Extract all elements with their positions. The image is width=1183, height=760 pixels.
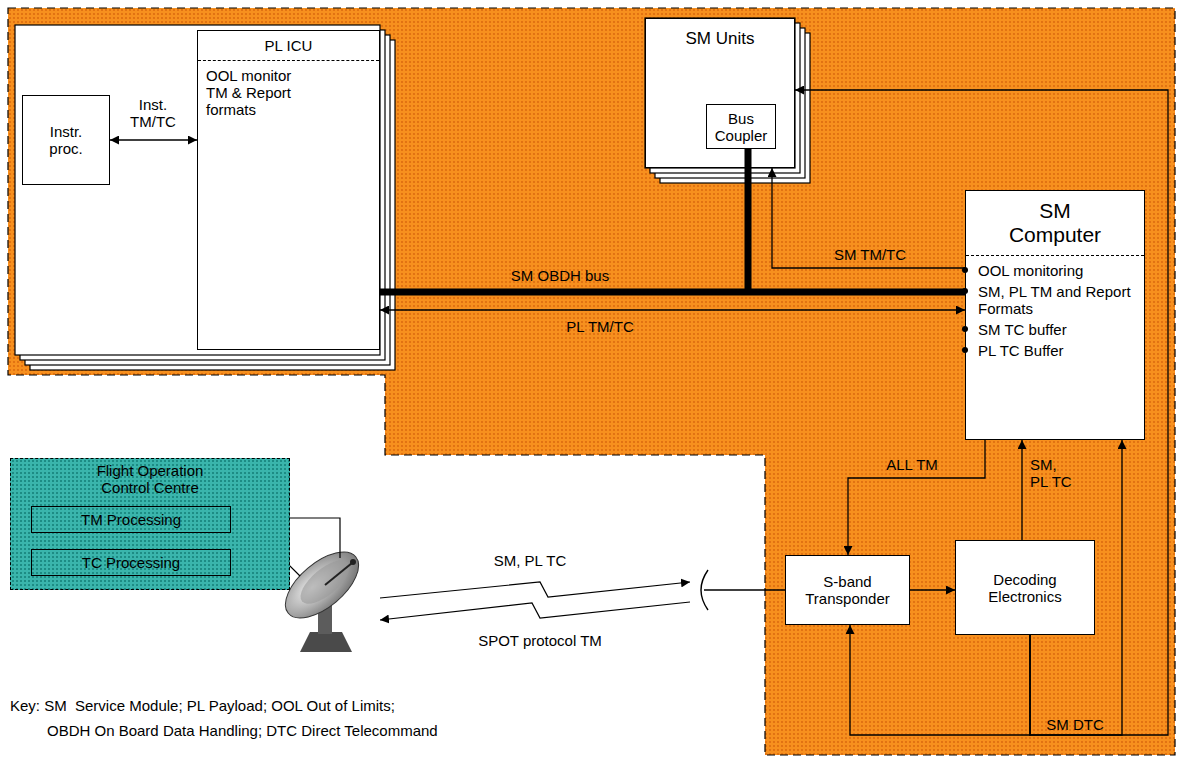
process-box: TC Processing	[31, 549, 231, 576]
bus-tap	[748, 148, 749, 292]
spacecraft-antenna	[704, 589, 785, 590]
icu-box: PL ICUOOL monitor TM & Report formats	[197, 30, 380, 350]
signal-label: PL TM/TC	[566, 318, 634, 335]
coupler-box: Bus Coupler	[706, 104, 776, 149]
connector-arrow	[848, 440, 985, 555]
process-box: TM Processing	[31, 506, 231, 533]
link-label: SPOT protocol TM	[478, 632, 602, 649]
connector-arrow	[772, 168, 965, 268]
decoder-box: Decoding Electronics	[955, 540, 1095, 635]
box-heading: Bus Coupler	[707, 110, 775, 144]
box-heading: SM Units	[646, 19, 794, 49]
payload-stack	[15, 25, 395, 370]
control-centre: TM Processing TC Processing Flight Operati…	[10, 458, 290, 590]
box-heading: Instr. proc.	[23, 123, 109, 157]
radio-link	[380, 582, 690, 620]
units-stack	[645, 18, 810, 183]
signal-label: SM DTC	[1046, 716, 1104, 733]
signal-label: Inst. TM/TC	[126, 96, 180, 130]
box-text: SM TC buffer	[966, 319, 1144, 340]
signal-label: ALL TM	[886, 456, 938, 473]
link-label: SM, PL TC	[494, 552, 567, 569]
box-heading: Flight Operation Control Centre	[11, 459, 289, 496]
connector-arrow	[110, 139, 197, 140]
radio-link	[380, 582, 690, 598]
key-text: Key: SM Service Module; PL Payload; OOL …	[10, 697, 395, 714]
spacecraft-region	[8, 8, 1175, 755]
box-heading: Decoding Electronics	[956, 571, 1094, 605]
bus-line	[380, 289, 965, 296]
computer-box: SM ComputerOOL monitoringSM, PL TM and R…	[965, 190, 1145, 440]
spacecraft-region	[8, 8, 1175, 755]
box-heading: TM Processing	[76, 511, 186, 528]
signal-label: SM, PL TC	[1030, 456, 1076, 490]
box-text: OOL monitor TM & Report formats	[198, 61, 379, 118]
connector-arrow	[380, 309, 965, 310]
box-heading: S-band Transponder	[786, 573, 909, 607]
transponder-box: S-band Transponder	[785, 555, 910, 625]
ground-antenna	[300, 632, 352, 652]
units-stack	[645, 18, 795, 168]
connector-arrow	[850, 625, 1030, 735]
ground-antenna	[325, 563, 352, 585]
box-text: SM, PL TM and Report Formats	[966, 281, 1144, 319]
connector-arrow	[795, 90, 1168, 735]
unit-box: Bus Coupler SM Units	[645, 18, 795, 168]
payload-stack	[15, 25, 380, 355]
ground-antenna	[294, 553, 357, 611]
bus-tap	[745, 148, 752, 292]
box-heading: TC Processing	[77, 554, 185, 571]
radio-link	[380, 602, 690, 620]
box-heading: SM Computer	[966, 191, 1144, 256]
signal-label: SM OBDH bus	[511, 267, 609, 284]
spacecraft-antenna	[701, 570, 785, 610]
box-text: OOL monitoring	[966, 260, 1144, 281]
connector-arrow	[1021, 440, 1022, 540]
signal-label: SM TM/TC	[834, 246, 906, 263]
key-text: OBDH On Board Data Handling; DTC Direct …	[47, 722, 438, 739]
ground-antenna	[350, 559, 356, 565]
processor-box: Instr. proc.	[22, 95, 110, 185]
connector-arrow	[910, 589, 955, 590]
box-text: PL TC Buffer	[966, 340, 1144, 361]
box-heading: PL ICU	[198, 31, 379, 61]
